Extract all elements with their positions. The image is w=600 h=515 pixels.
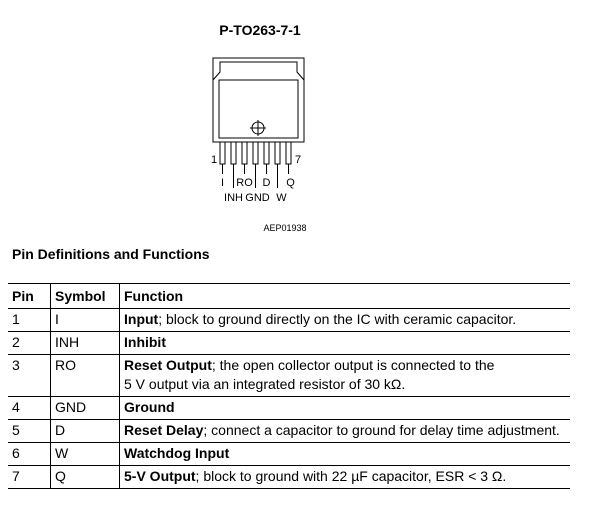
function-desc: ; the open collector output is connected… <box>211 357 495 373</box>
pin-number: 5 <box>8 419 51 443</box>
pin-function: 5-V Output; block to ground with 22 µF c… <box>119 465 570 489</box>
table-row: 6 W Watchdog Input <box>8 442 570 466</box>
pin-label-W: W <box>276 192 287 204</box>
function-desc: ; block to ground directly on the IC wit… <box>158 311 517 327</box>
pin-number: 6 <box>8 442 51 466</box>
pin-function: Reset Delay; connect a capacitor to grou… <box>119 419 570 443</box>
pin-symbol: Q <box>50 465 120 489</box>
function-desc: ; block to ground with 22 µF capacitor, … <box>195 468 507 484</box>
table-row: 4 GND Ground <box>8 396 570 420</box>
pin-2 <box>230 141 237 165</box>
pin-symbol: INH <box>50 331 120 355</box>
function-name: Inhibit <box>124 334 166 350</box>
pin-label-I: I <box>221 177 224 189</box>
function-name: Ground <box>124 399 175 415</box>
table-row: 1 I Input; block to ground directly on t… <box>8 308 570 332</box>
pin-last-label: 7 <box>295 154 301 166</box>
pin-label-D: D <box>263 177 271 189</box>
pin-symbol: W <box>50 442 120 466</box>
table-row: 2 INH Inhibit <box>8 331 570 355</box>
column-header-pin: Pin <box>8 283 51 309</box>
drawing-code: AEP01938 <box>263 223 306 233</box>
pin-number: 4 <box>8 396 51 420</box>
pin-3 <box>241 141 248 165</box>
pin-7 <box>285 141 292 165</box>
pin-symbol: D <box>50 419 120 443</box>
pin-symbol: RO <box>50 354 120 397</box>
table-row: 5 D Reset Delay; connect a capacitor to … <box>8 419 570 443</box>
pin-first-label: 1 <box>211 154 217 166</box>
pin-5 <box>263 141 270 165</box>
pin-number: 2 <box>8 331 51 355</box>
section-title: Pin Definitions and Functions <box>12 246 210 262</box>
pin-6 <box>274 141 281 165</box>
function-desc-line2: 5 V output via an integrated resistor of… <box>124 376 406 392</box>
column-header-symbol: Symbol <box>50 283 120 309</box>
function-name: Reset Output <box>124 357 212 373</box>
function-desc: ; connect a capacitor to ground for dela… <box>203 422 560 438</box>
pin-function: Watchdog Input <box>119 442 570 466</box>
pin-label-GND: GND <box>245 192 270 204</box>
table-row: 7 Q 5-V Output; block to ground with 22 … <box>8 465 570 489</box>
pin-number: 7 <box>8 465 51 489</box>
column-header-function: Function <box>119 283 570 309</box>
pin-function: Ground <box>119 396 570 420</box>
pin-function: Input; block to ground directly on the I… <box>119 308 570 332</box>
pin-symbol: I <box>50 308 120 332</box>
package-body <box>212 57 305 143</box>
pin-label-RO: RO <box>236 177 253 189</box>
pin-number: 1 <box>8 308 51 332</box>
pin-4 <box>252 141 259 165</box>
pin-number: 3 <box>8 354 51 397</box>
package-pins <box>219 141 292 188</box>
function-name: 5-V Output <box>124 468 196 484</box>
table-header-row: Pin Symbol Function <box>8 283 570 309</box>
package-drawing: 1 7 I RO D Q INH GND W AEP01938 <box>211 57 307 233</box>
pin-label-INH: INH <box>224 192 243 204</box>
function-name: Watchdog Input <box>124 445 230 461</box>
package-title: P-TO263-7-1 <box>219 22 301 38</box>
package-die-outline <box>218 79 299 139</box>
package-tab <box>212 61 305 81</box>
function-name: Reset Delay <box>124 422 204 438</box>
table-row: 3 RO Reset Output; the open collector ou… <box>8 354 570 397</box>
function-name: Input <box>124 311 159 327</box>
pin-symbol: GND <box>50 396 120 420</box>
pin-label-Q: Q <box>286 177 295 189</box>
pin-function: Reset Output; the open collector output … <box>119 354 570 397</box>
pin-1 <box>219 141 226 165</box>
pin-function: Inhibit <box>119 331 570 355</box>
pin-table: Pin Symbol Function 1 I Input; block to … <box>8 283 570 489</box>
